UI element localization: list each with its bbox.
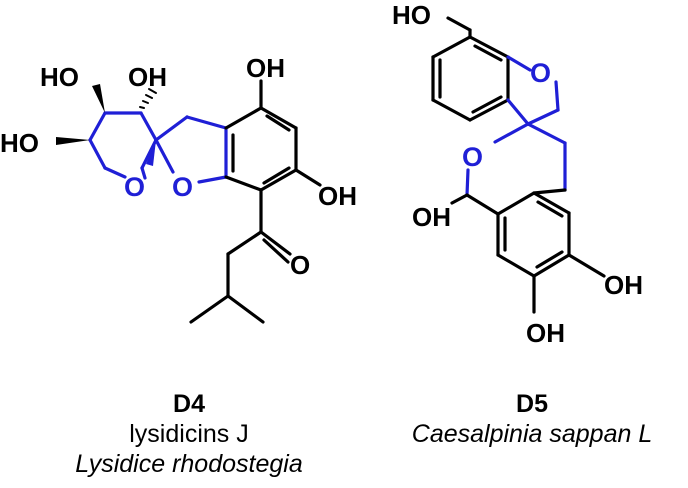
d4-label-oh-aryl-top: OH	[246, 53, 285, 83]
d5-label-ring-o-pyran: O	[462, 142, 483, 172]
d4-label-oh-aryl-right: OH	[318, 181, 357, 211]
d5-caption: D5 Caesalpinia sappan L	[412, 390, 652, 448]
d4-label-oh-left: HO	[0, 128, 39, 158]
d4-name: lysidicins J	[129, 420, 248, 448]
d4-label-ring-o-pyran: O	[124, 172, 145, 202]
d5-source: Caesalpinia sappan L	[412, 420, 652, 448]
d5-id: D5	[516, 390, 548, 418]
d4-caption: D4 lysidicins J Lysidice rhodostegia	[75, 390, 303, 478]
d4-label-oh-top-left: HO	[40, 62, 79, 92]
d5-label-oh-aryl-right: OH	[604, 270, 643, 300]
d5-label-oh-hemiacetal: OH	[412, 202, 451, 232]
d4-label-oh-top-mid: OH	[128, 62, 167, 92]
d4-label-ketone-o: O	[290, 250, 310, 280]
d4-source: Lysidice rhodostegia	[75, 450, 303, 478]
d5-label-oh-top: HO	[392, 0, 431, 30]
d4-label-ring-o-furan: O	[172, 172, 193, 202]
d5-atom-labels: HO O O OH OH OH	[392, 0, 643, 348]
d5-label-oh-aryl-bottom: OH	[526, 318, 565, 348]
d5-label-ring-o-furan: O	[530, 58, 551, 88]
d4-structure	[56, 79, 322, 324]
d4-atom-labels: HO OH HO O O OH OH O	[0, 53, 357, 280]
d5-structure	[431, 16, 606, 314]
d4-id: D4	[173, 390, 205, 418]
